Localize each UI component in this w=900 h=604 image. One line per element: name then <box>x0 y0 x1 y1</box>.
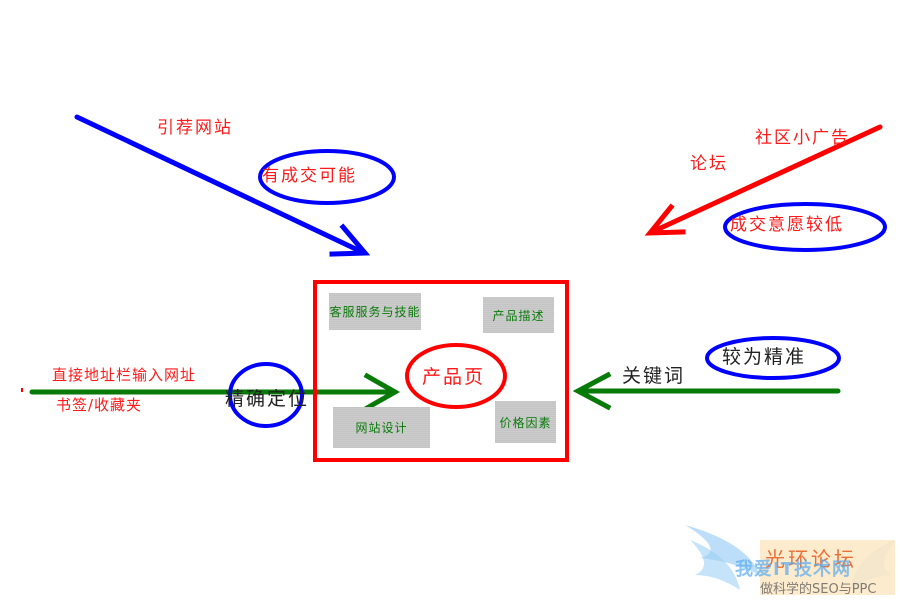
keyword-note-ellipse <box>705 336 841 380</box>
direct-label-url: 直接地址栏输入网址 <box>52 366 197 384</box>
watermark-slogan: 做科学的SEO与PPC <box>760 582 877 597</box>
keyword-note: 较为精准 <box>722 346 807 368</box>
factor-card-service: 客服服务与技能 <box>329 293 421 330</box>
product-page-box <box>313 280 569 462</box>
direct-label-bookmark: 书签/收藏夹 <box>56 396 143 414</box>
watermark-background <box>760 540 895 595</box>
factor-label: 网站设计 <box>355 421 408 435</box>
factor-label: 产品描述 <box>492 308 545 323</box>
factor-label: 客服服务与技能 <box>329 305 421 319</box>
product-page-ellipse <box>405 343 507 409</box>
community-label-ads: 社区小广告 <box>755 128 850 148</box>
community-note: 成交意愿较低 <box>730 215 844 235</box>
referral-note-ellipse <box>258 149 396 205</box>
direct-note: 精确定位 <box>225 388 310 410</box>
direct-arrow <box>29 372 401 412</box>
watermark-site: 我爱IT技术网 <box>735 559 851 580</box>
referral-label: 引荐网站 <box>157 118 233 138</box>
referral-arrow <box>74 114 371 257</box>
keyword-arrow <box>572 371 841 411</box>
factor-card-price: 价格因素 <box>495 401 556 443</box>
tick-mark <box>21 388 23 392</box>
community-label-forum: 论坛 <box>690 154 728 174</box>
keyword-label: 关键词 <box>622 365 686 387</box>
direct-note-ellipse <box>228 362 304 428</box>
factor-card-design: 网站设计 <box>333 407 430 448</box>
factor-label: 价格因素 <box>499 415 552 430</box>
factor-card-description: 产品描述 <box>483 297 554 333</box>
product-page-title: 产品页 <box>422 366 486 388</box>
referral-note: 有成交可能 <box>262 166 357 186</box>
community-note-ellipse <box>723 202 887 252</box>
watermark-title: 光环论坛 <box>765 547 857 571</box>
community-arrow <box>644 124 883 236</box>
